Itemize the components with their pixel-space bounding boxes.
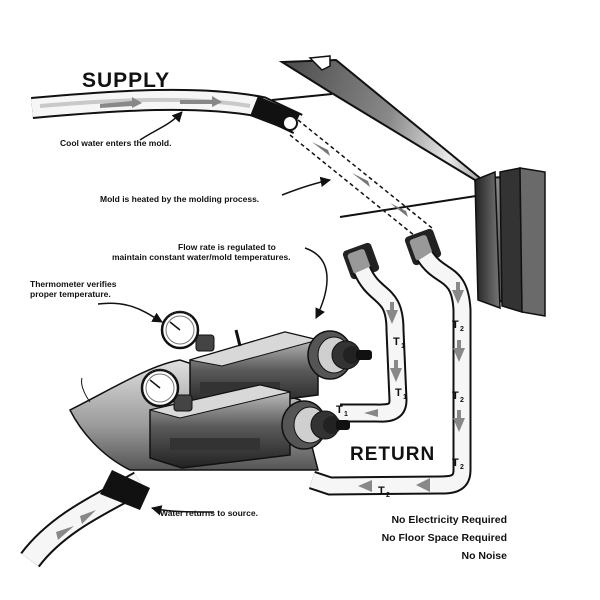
- cool-water-label: Cool water enters the mold.: [60, 138, 172, 148]
- flow-adjust-knob-upper: [307, 330, 372, 380]
- return-label: RETURN: [350, 444, 436, 465]
- flow-adjust-knob-lower: [281, 400, 350, 450]
- t2-marker-lower: T 2: [452, 457, 464, 471]
- flow-rate-label-line2: maintain constant water/mold temperature…: [112, 252, 291, 262]
- svg-text:T: T: [393, 336, 400, 348]
- feature-no-floor-space: No Floor Space Required: [381, 532, 507, 544]
- svg-text:T: T: [378, 485, 385, 497]
- thermometer-label-line1: Thermometer verifies: [30, 279, 117, 289]
- svg-text:1: 1: [344, 411, 348, 418]
- t1-marker-upper: T 1: [393, 336, 405, 350]
- return-tube: [20, 470, 150, 568]
- svg-text:1: 1: [403, 394, 407, 401]
- t2-marker-upper: T 2: [452, 319, 464, 333]
- mold-heated-label: Mold is heated by the molding process.: [100, 194, 260, 204]
- feature-no-electricity: No Electricity Required: [391, 514, 507, 526]
- svg-text:T: T: [452, 319, 459, 331]
- thermometer-gauge-upper: [160, 310, 215, 352]
- svg-text:T: T: [452, 390, 459, 402]
- t1-hose: [340, 265, 408, 423]
- t2-hose: [308, 250, 472, 496]
- feature-no-noise: No Noise: [461, 550, 507, 562]
- t2-marker-return: T 2: [378, 485, 390, 499]
- svg-text:1: 1: [401, 343, 405, 350]
- mold-block: [271, 55, 546, 317]
- svg-text:2: 2: [460, 464, 464, 471]
- svg-text:2: 2: [460, 397, 464, 404]
- t1-marker-lower: T 1: [336, 404, 348, 418]
- t1-marker-middle: T 1: [395, 387, 407, 401]
- supply-label: SUPPLY: [82, 69, 171, 92]
- mold-channel: [289, 119, 433, 241]
- callout-lines: [81, 111, 332, 516]
- water-returns-label: Water returns to source.: [160, 508, 258, 518]
- mold-fitting-right: [404, 228, 442, 266]
- svg-text:2: 2: [460, 326, 464, 333]
- t2-marker-middle: T 2: [452, 390, 464, 404]
- svg-text:2: 2: [386, 492, 390, 499]
- svg-text:T: T: [336, 404, 343, 416]
- thermometer-gauge-lower: [140, 368, 193, 412]
- supply-tube: [31, 88, 303, 134]
- svg-text:T: T: [452, 457, 459, 469]
- flow-rate-label-line1: Flow rate is regulated to: [178, 242, 276, 252]
- thermometer-label-line2: proper temperature.: [30, 289, 111, 299]
- svg-text:T: T: [395, 387, 402, 399]
